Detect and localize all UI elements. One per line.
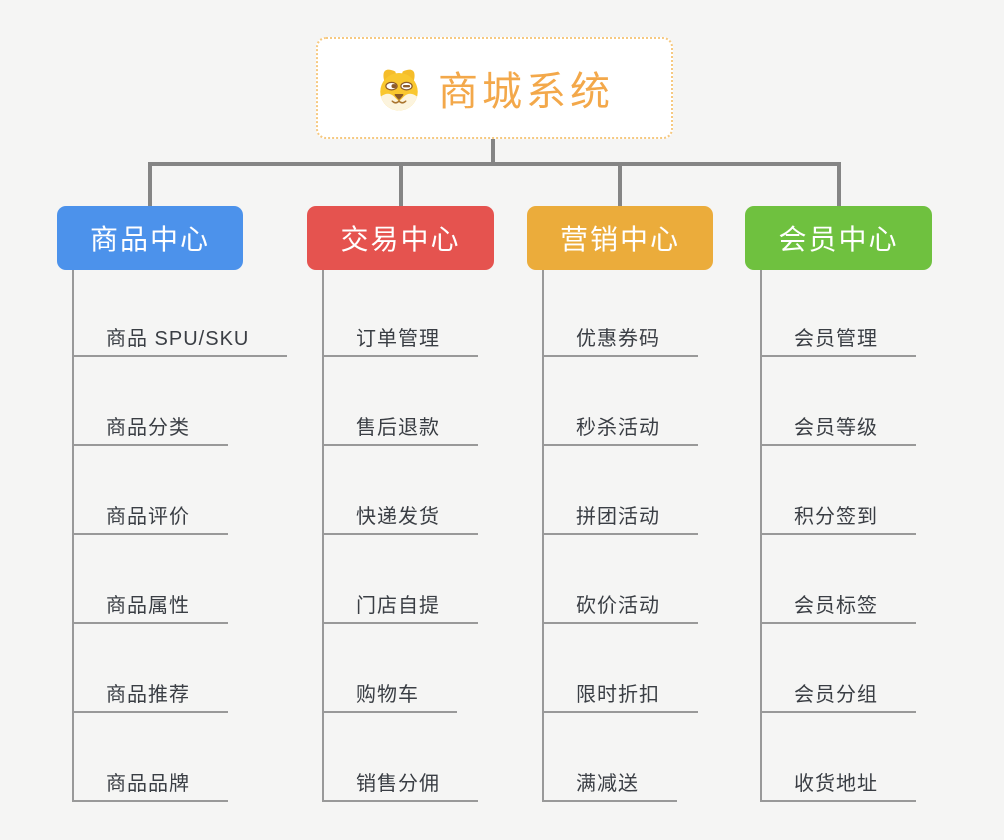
branch-node-product-center[interactable]: 商品中心 bbox=[57, 206, 243, 270]
branch-node-marketing-center[interactable]: 营销中心 bbox=[527, 206, 713, 270]
leaf-node[interactable]: 商品属性 bbox=[72, 590, 228, 624]
leaf-node[interactable]: 售后退款 bbox=[322, 412, 478, 446]
connector-bus bbox=[148, 162, 841, 166]
branch-node-label: 会员中心 bbox=[778, 224, 899, 255]
leaf-node[interactable]: 订单管理 bbox=[322, 323, 478, 357]
leaf-node[interactable]: 商品品牌 bbox=[72, 768, 228, 802]
leaf-node[interactable]: 会员等级 bbox=[760, 412, 916, 446]
leaf-node[interactable]: 拼团活动 bbox=[542, 501, 698, 535]
leaf-node[interactable]: 商品推荐 bbox=[72, 679, 228, 713]
leaf-node[interactable]: 门店自提 bbox=[322, 590, 478, 624]
connector-drop-trade bbox=[399, 162, 403, 207]
leaf-node[interactable]: 会员分组 bbox=[760, 679, 916, 713]
root-node-label: 商城系统 bbox=[438, 70, 614, 114]
leaf-node[interactable]: 购物车 bbox=[322, 679, 457, 713]
leaf-node[interactable]: 收货地址 bbox=[760, 768, 916, 802]
leaf-node[interactable]: 商品评价 bbox=[72, 501, 228, 535]
connector-root-stem bbox=[491, 138, 495, 166]
leaf-node[interactable]: 满减送 bbox=[542, 768, 677, 802]
connector-drop-product bbox=[148, 162, 152, 207]
branch-node-label: 交易中心 bbox=[340, 224, 461, 255]
root-node[interactable]: 商城系统 bbox=[316, 37, 673, 139]
leaf-node[interactable]: 会员管理 bbox=[760, 323, 916, 357]
connector-drop-member bbox=[837, 162, 841, 207]
branch-node-label: 营销中心 bbox=[559, 224, 680, 255]
branch-node-trade-center[interactable]: 交易中心 bbox=[307, 206, 494, 270]
leaf-node[interactable]: 秒杀活动 bbox=[542, 412, 698, 446]
leaf-node[interactable]: 商品分类 bbox=[72, 412, 228, 446]
connector-branch-trunk bbox=[322, 270, 324, 802]
dog-face-icon bbox=[380, 69, 418, 111]
leaf-node[interactable]: 会员标签 bbox=[760, 590, 916, 624]
connector-branch-trunk bbox=[72, 270, 74, 802]
leaf-node[interactable]: 优惠券码 bbox=[542, 323, 698, 357]
leaf-node[interactable]: 销售分佣 bbox=[322, 768, 478, 802]
connector-branch-trunk bbox=[542, 270, 544, 802]
connector-branch-trunk bbox=[760, 270, 762, 802]
branch-node-member-center[interactable]: 会员中心 bbox=[745, 206, 932, 270]
leaf-node[interactable]: 积分签到 bbox=[760, 501, 916, 535]
leaf-node[interactable]: 砍价活动 bbox=[542, 590, 698, 624]
leaf-node[interactable]: 快递发货 bbox=[322, 501, 478, 535]
connector-drop-marketing bbox=[618, 162, 622, 207]
leaf-node[interactable]: 商品 SPU/SKU bbox=[72, 323, 288, 357]
leaf-node[interactable]: 限时折扣 bbox=[542, 679, 698, 713]
branch-node-label: 商品中心 bbox=[89, 224, 210, 255]
